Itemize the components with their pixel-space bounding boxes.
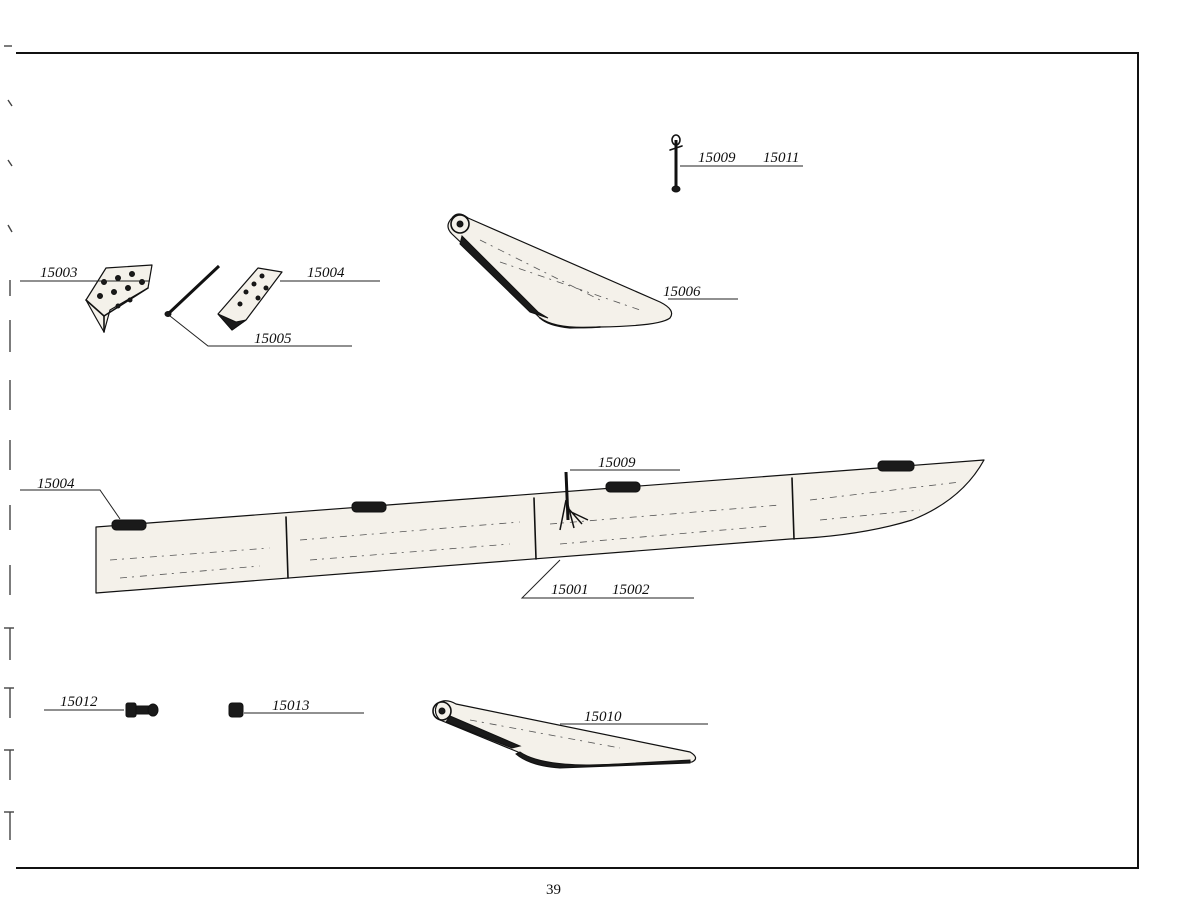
label-15005: 15005 bbox=[254, 331, 292, 347]
label-15004-top: 15004 bbox=[307, 265, 345, 281]
label-15003: 15003 bbox=[40, 265, 78, 281]
label-15001: 15001 bbox=[551, 582, 589, 598]
label-15013: 15013 bbox=[272, 698, 310, 714]
part-15010-bracket bbox=[432, 700, 708, 769]
part-15012-bolt bbox=[44, 702, 159, 718]
label-15010: 15010 bbox=[584, 709, 622, 725]
binding-marks bbox=[4, 45, 14, 840]
part-15005-rod bbox=[164, 264, 352, 347]
label-15012: 15012 bbox=[60, 694, 98, 710]
label-15004-left: 15004 bbox=[37, 476, 75, 492]
part-15009-bolt-top bbox=[669, 134, 803, 193]
part-15013-nut bbox=[228, 702, 364, 718]
page-number: 39 bbox=[546, 882, 561, 898]
part-15004-block-top bbox=[217, 267, 380, 331]
part-15003-plate bbox=[20, 264, 153, 333]
part-15006-bracket bbox=[447, 213, 738, 329]
part-15001-board bbox=[20, 459, 985, 599]
page-frame bbox=[16, 52, 1139, 869]
label-15011: 15011 bbox=[763, 150, 799, 166]
label-15009-mid: 15009 bbox=[598, 455, 636, 471]
label-15002: 15002 bbox=[612, 582, 650, 598]
label-15009-top: 15009 bbox=[698, 150, 736, 166]
label-15006: 15006 bbox=[663, 284, 701, 300]
